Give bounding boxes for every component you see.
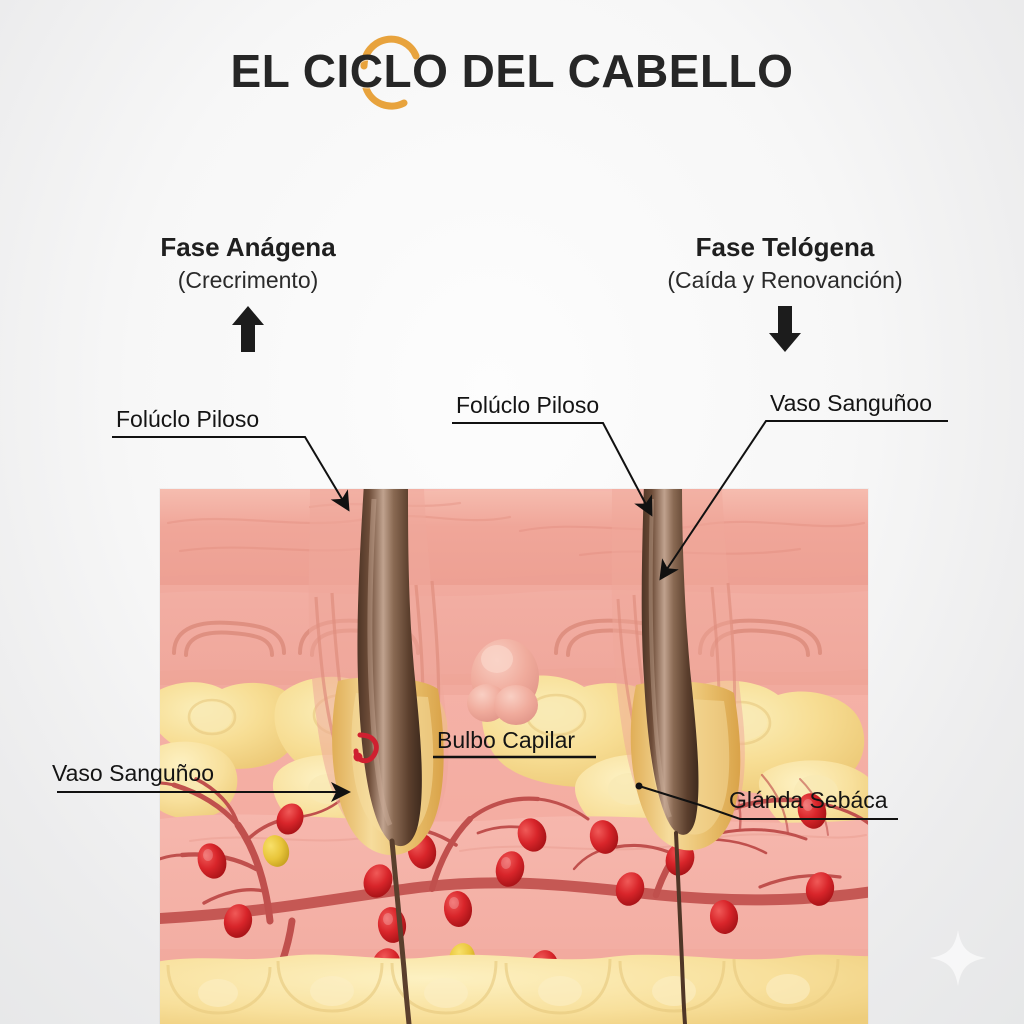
title-block: EL CICLO DEL CABELLO: [0, 44, 1024, 98]
label-vaso-sanguineo-top: Vaso Sanguñoo: [770, 390, 932, 416]
skin-illustration: [160, 489, 868, 1024]
anagen-follicle: [308, 489, 449, 1024]
phase-anagen: Fase Anágena (Crecrimento): [23, 232, 473, 357]
phase-telogen: Fase Telógena (Caída y Renovanción): [550, 232, 1020, 357]
up-arrow-icon: [232, 306, 264, 352]
label-bulbo-capilar: Bulbo Capilar: [437, 727, 576, 753]
phase-anagen-title: Fase Anágena: [160, 232, 336, 262]
label-vaso-sanguineo-left: Vaso Sanguñoo: [52, 760, 214, 786]
phase-anagen-subtitle: (Crecrimento): [177, 267, 319, 293]
label-foliculo-piloso-left: Folúclo Piloso: [116, 406, 260, 432]
sparkle-icon: [930, 930, 986, 986]
phase-telogen-title: Fase Telógena: [695, 232, 875, 262]
down-arrow-icon: [769, 306, 801, 352]
label-foliculo-piloso-center: Folúclo Piloso: [456, 392, 600, 418]
page-title: EL CICLO DEL CABELLO: [230, 45, 794, 97]
title-arc-decoration: [355, 35, 427, 112]
hair-papilla: [467, 639, 539, 725]
telogen-follicle: [611, 489, 745, 1024]
phase-telogen-subtitle: (Caída y Renovanción): [667, 267, 903, 293]
subcutaneous-fat: [160, 954, 868, 1024]
label-glanda-sebacea: Glánda Sebáca: [729, 787, 888, 813]
skin-cross-section: [160, 489, 868, 1024]
